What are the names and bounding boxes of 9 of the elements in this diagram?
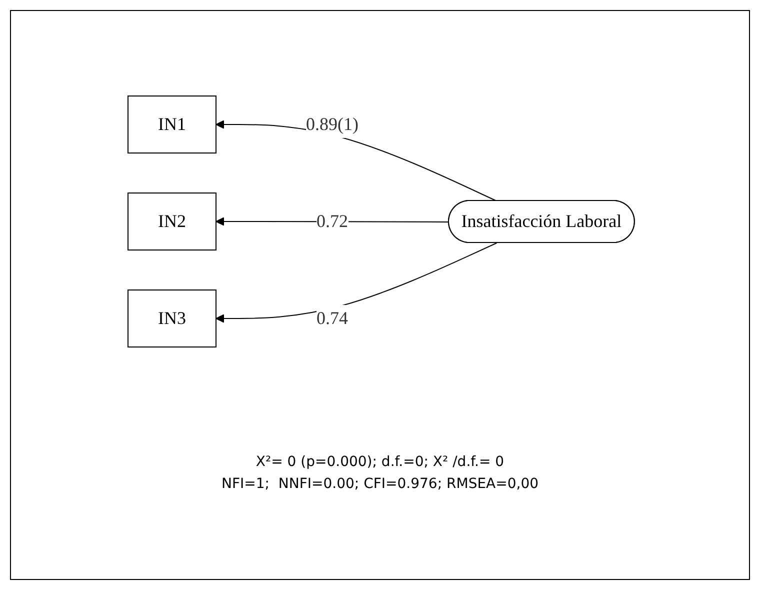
edge-label: 0.89(1) (306, 114, 358, 134)
node-box: IN3 (127, 289, 216, 347)
fit-statistics-note: NFI=1; NNFI=0.00; CFI=0.976; RMSEA=0,00 (221, 475, 539, 494)
edge-label: 0.74 (316, 307, 348, 328)
arrow (215, 242, 497, 322)
node-box: IN2 (127, 192, 216, 250)
edge-label: 0.72 (316, 210, 348, 230)
node-box: IN1 (127, 95, 216, 153)
fit-statistics-note: X²= 0 (p=0.000); d.f.=0; X² /d.f.= 0 (256, 453, 504, 472)
